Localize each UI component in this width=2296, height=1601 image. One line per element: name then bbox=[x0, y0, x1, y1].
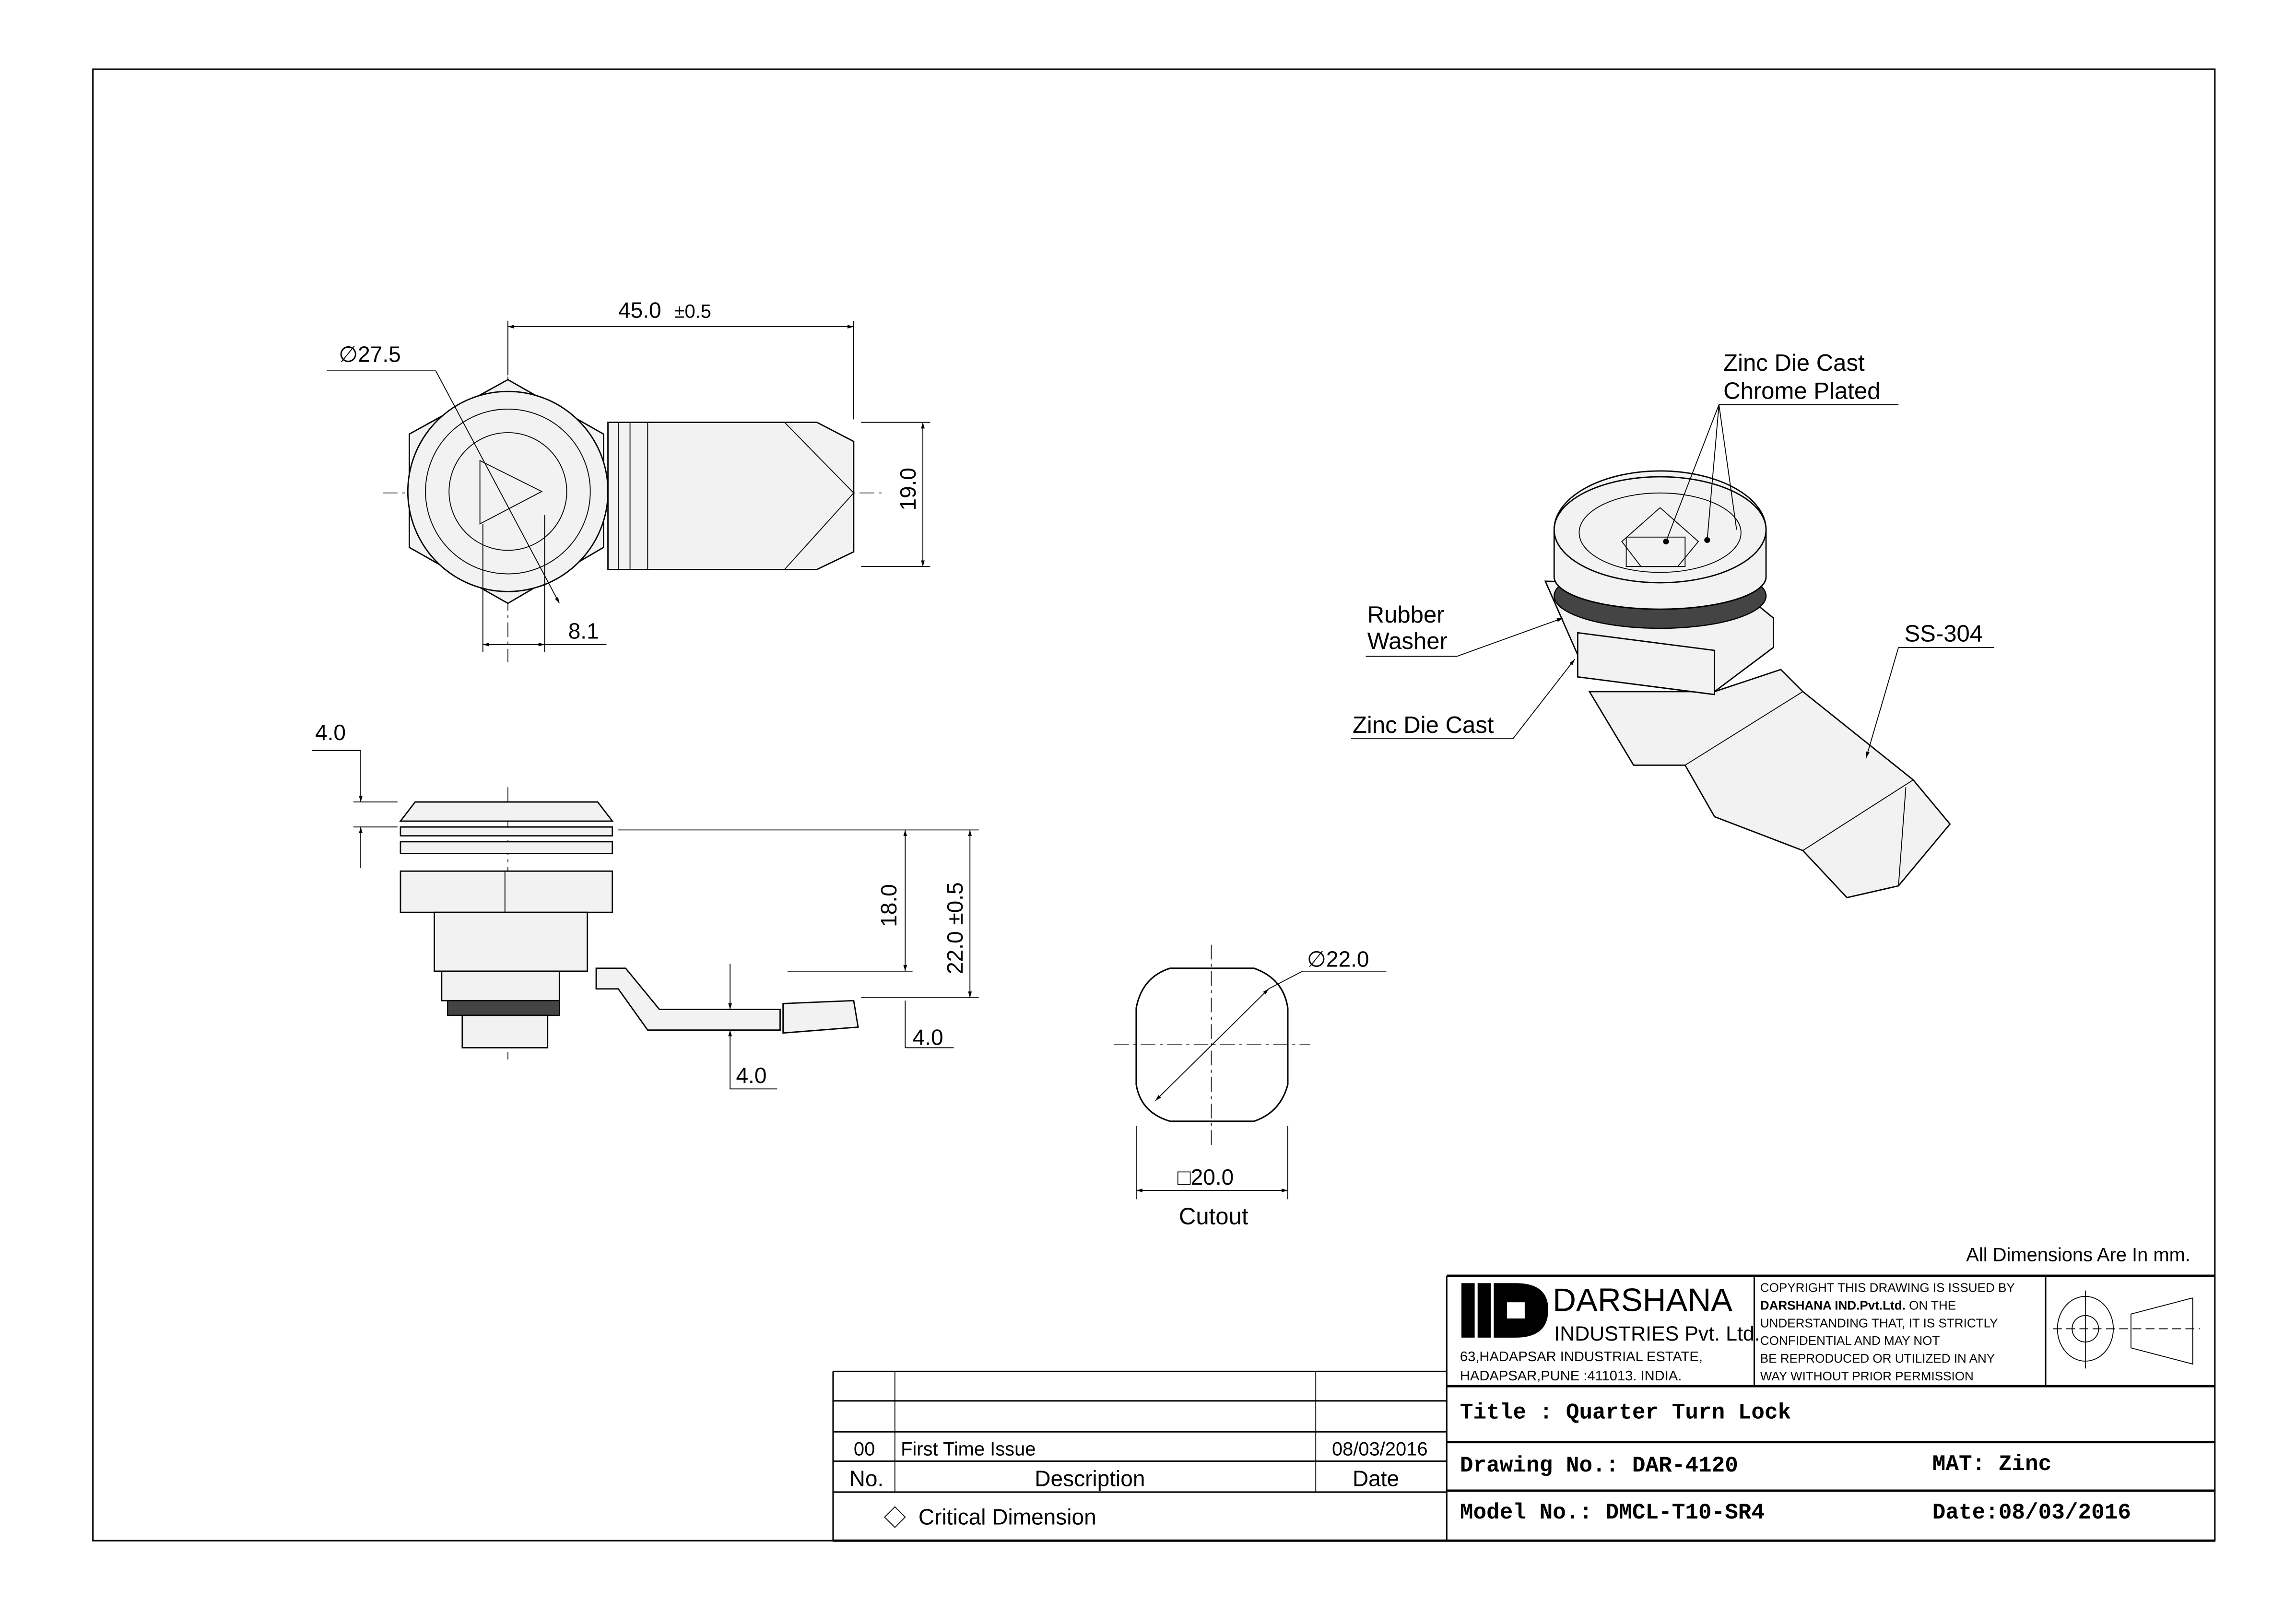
callout-washer-1: Rubber bbox=[1367, 602, 1445, 628]
units-note: All Dimensions Are In mm. bbox=[1966, 1244, 2190, 1265]
callout-head-material-2: Chrome Plated bbox=[1723, 378, 1880, 404]
model-number: Model No.: DMCL-T10-SR4 bbox=[1460, 1500, 1765, 1525]
dim-cutout-dia: ∅22.0 bbox=[1307, 947, 1369, 972]
dim-overall-length: 45.0 bbox=[618, 298, 661, 323]
critical-dimension-icon bbox=[884, 1506, 906, 1528]
title-block: DARSHANA INDUSTRIES Pvt. Ltd. 63,HADAPSA… bbox=[833, 1274, 2215, 1542]
callout-washer-2: Washer bbox=[1367, 628, 1448, 654]
drawing-date: Date:08/03/2016 bbox=[1932, 1500, 2131, 1525]
company-sub: INDUSTRIES Pvt. Ltd. bbox=[1554, 1322, 1760, 1345]
copyright-line: UNDERSTANDING THAT, IT IS STRICTLY bbox=[1760, 1316, 1998, 1330]
dim-body-length: 18.0 bbox=[876, 884, 901, 927]
revision-no: 00 bbox=[854, 1438, 875, 1460]
drawing-title: Title : Quarter Turn Lock bbox=[1460, 1401, 1791, 1425]
top-view: 45.0 ±0.5 ∅27.5 19.0 8.1 bbox=[327, 298, 930, 662]
svg-text:DARSHANA IND.Pvt.Ltd. ON THE: DARSHANA IND.Pvt.Ltd. ON THE bbox=[1760, 1298, 1956, 1313]
dim-lever-width: 19.0 bbox=[895, 468, 920, 511]
header-date: Date bbox=[1353, 1466, 1399, 1491]
header-no: No. bbox=[849, 1466, 884, 1491]
header-description: Description bbox=[1035, 1466, 1145, 1491]
critical-dimension-note: Critical Dimension bbox=[918, 1504, 1096, 1529]
drawing-number: Drawing No.: DAR-4120 bbox=[1460, 1453, 1738, 1478]
revision-table: 00 First Time Issue 08/03/2016 No. Descr… bbox=[832, 1370, 1447, 1541]
dim-overall-tol: ±0.5 bbox=[674, 301, 711, 322]
cutout-view: ∅22.0 □20.0 Cutout bbox=[1114, 944, 1387, 1230]
copyright-company: DARSHANA IND.Pvt.Ltd. bbox=[1760, 1298, 1906, 1313]
dim-lever-thickness: 4.0 bbox=[736, 1063, 766, 1088]
cutout-label: Cutout bbox=[1179, 1204, 1248, 1230]
company-name: DARSHANA bbox=[1553, 1283, 1732, 1318]
copyright-line: CONFIDENTIAL AND MAY NOT bbox=[1760, 1333, 1940, 1348]
company-address-2: HADAPSAR,PUNE :411013. INDIA. bbox=[1460, 1368, 1682, 1384]
copyright-line: COPYRIGHT THIS DRAWING IS ISSUED BY bbox=[1760, 1281, 2015, 1295]
side-view: 4.0 18.0 22.0 ±0.5 4.0 4.0 bbox=[312, 720, 979, 1090]
projection-symbol-icon bbox=[2053, 1290, 2201, 1369]
dim-cutout-flat: □20.0 bbox=[1177, 1165, 1234, 1189]
company-address-1: 63,HADAPSAR INDUSTRIAL ESTATE, bbox=[1460, 1349, 1703, 1365]
callout-lever-material: SS-304 bbox=[1904, 621, 1983, 647]
dim-lever-offset: 4.0 bbox=[913, 1024, 943, 1049]
callout-head-material-1: Zinc Die Cast bbox=[1723, 350, 1865, 376]
company-logo bbox=[1461, 1283, 1548, 1338]
dim-key-width: 8.1 bbox=[568, 619, 599, 644]
dim-head-dia: ∅27.5 bbox=[339, 342, 401, 367]
copyright-line: ON THE bbox=[1906, 1298, 1956, 1313]
dim-head-thickness: 4.0 bbox=[315, 720, 346, 745]
material: MAT: Zinc bbox=[1932, 1452, 2052, 1477]
revision-date: 08/03/2016 bbox=[1332, 1438, 1428, 1460]
callout-nut-material: Zinc Die Cast bbox=[1353, 712, 1494, 738]
dim-total-length: 22.0 ±0.5 bbox=[942, 882, 967, 974]
copyright-line: WAY WITHOUT PRIOR PERMISSION bbox=[1760, 1369, 1974, 1383]
copyright-line: BE REPRODUCED OR UTILIZED IN ANY bbox=[1760, 1351, 1995, 1366]
isometric-view: Zinc Die Cast Chrome Plated Rubber Washe… bbox=[1351, 350, 1994, 899]
revision-description: First Time Issue bbox=[901, 1438, 1036, 1460]
